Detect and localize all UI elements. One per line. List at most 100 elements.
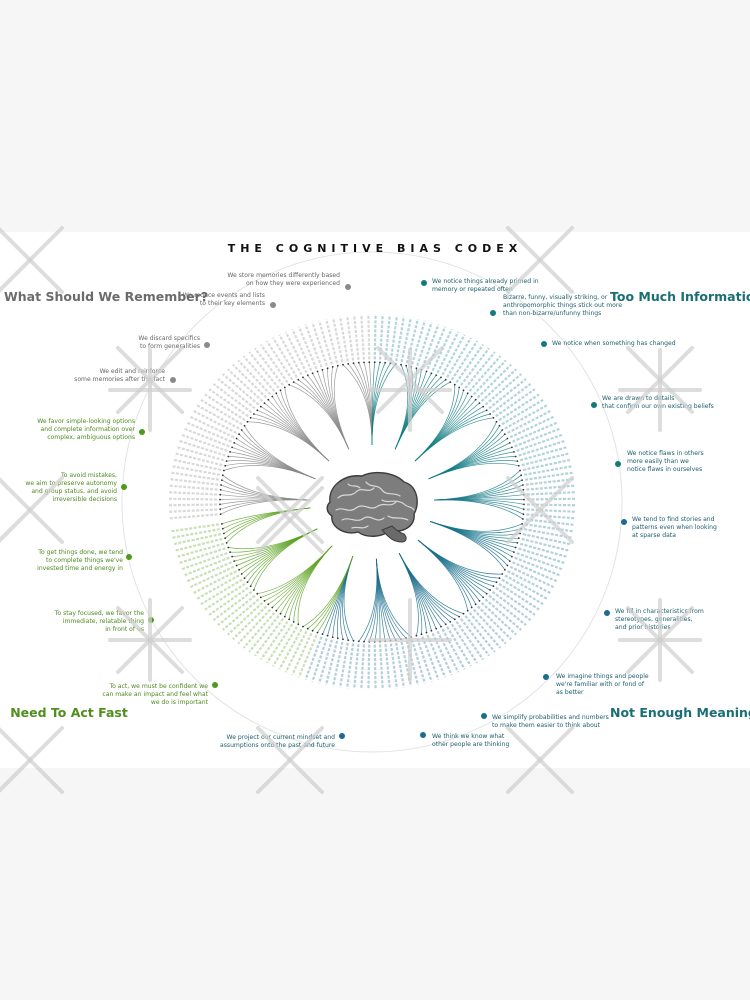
branch-line <box>220 499 311 510</box>
bias-label-stroke <box>524 523 574 533</box>
bias-label-stroke <box>172 458 222 471</box>
bias-label-stroke <box>168 508 218 513</box>
branch-node <box>444 378 447 381</box>
bias-label-stroke <box>272 337 298 378</box>
branch-line <box>430 521 513 557</box>
bias-label-stroke <box>278 628 303 670</box>
annotation-stay-focused: To stay focused, we favor the immediate,… <box>54 610 144 633</box>
codex-poster: THE COGNITIVE BIAS CODEX What Should We … <box>0 232 750 768</box>
bias-label-stroke <box>516 552 563 571</box>
branch-node <box>271 395 274 398</box>
bias-label-stroke <box>519 542 568 558</box>
bias-label-stroke <box>167 497 218 501</box>
marker-dot <box>420 732 426 738</box>
bias-label-stroke <box>421 636 440 680</box>
branch-line <box>225 462 316 480</box>
branch-line <box>394 369 422 450</box>
branch-node <box>316 370 319 373</box>
branch-node <box>458 615 461 618</box>
bias-label-stroke <box>526 508 576 513</box>
bias-label-stroke <box>395 642 405 688</box>
branch-node <box>449 621 452 623</box>
branch-node <box>458 386 461 389</box>
bias-label-stroke <box>389 643 398 689</box>
bias-label-stroke <box>411 639 426 684</box>
bias-label-stroke <box>189 565 235 589</box>
branch-line <box>284 387 330 462</box>
branch-line <box>430 521 521 536</box>
branch-line <box>394 375 437 450</box>
branch-node <box>288 618 291 621</box>
bias-label-stroke <box>170 523 220 533</box>
branch-line <box>331 366 350 450</box>
bias-label-stroke <box>526 503 577 507</box>
branch-node <box>253 413 255 415</box>
bias-label-stroke <box>518 439 566 457</box>
bias-label-stroke <box>318 639 333 684</box>
marker-dot <box>604 610 610 616</box>
branch-node <box>368 640 371 643</box>
marker-dot <box>421 280 427 286</box>
branch-node <box>513 551 515 553</box>
branch-node <box>520 474 523 477</box>
category-need-to-act-fast: Need To Act Fast <box>10 705 128 720</box>
bias-label-stroke <box>227 601 264 636</box>
branch-line <box>220 489 311 501</box>
branch-node <box>347 363 350 365</box>
branch-node <box>263 600 266 602</box>
branch-line <box>244 425 316 480</box>
bias-label-stroke <box>498 582 540 611</box>
branch-node <box>384 640 387 643</box>
branch-node <box>275 609 278 612</box>
bias-label-stroke <box>518 547 566 565</box>
bias-label-stroke <box>181 433 228 452</box>
branch-node <box>513 451 515 453</box>
bias-label-stroke <box>265 623 294 664</box>
branch-node <box>389 362 392 365</box>
bias-label-stroke <box>186 421 232 443</box>
branch-node <box>233 442 236 444</box>
branch-node <box>522 493 525 496</box>
bias-label-stroke <box>495 388 536 418</box>
bias-label-stroke <box>248 615 280 653</box>
bias-label-stroke <box>416 638 433 682</box>
branch-node <box>342 638 344 641</box>
branch-node <box>311 629 314 632</box>
branch-node <box>474 398 477 401</box>
bias-label-stroke <box>416 322 433 366</box>
annotation-primed-memory: We notice things already primed in memor… <box>432 278 539 293</box>
branch-node <box>415 367 418 370</box>
branch-node <box>444 623 447 626</box>
bias-label-stroke <box>171 465 220 476</box>
bias-label-stroke <box>360 314 365 360</box>
bias-label-stroke <box>217 378 256 410</box>
branch-node <box>520 527 523 530</box>
bias-label-stroke <box>450 623 479 664</box>
bias-label-stroke <box>373 644 377 690</box>
bias-label-stroke <box>507 410 551 434</box>
branch-node <box>519 532 521 535</box>
branch-node <box>225 460 228 462</box>
branch-node <box>511 446 513 449</box>
bias-label-stroke <box>373 314 377 360</box>
bias-label-stroke <box>367 314 371 360</box>
bias-label-stroke <box>208 388 249 418</box>
branch-node <box>495 420 498 423</box>
branch-node <box>224 537 227 540</box>
bias-label-stroke <box>265 340 294 381</box>
bias-label-stroke <box>200 398 243 426</box>
marker-dot <box>170 377 176 383</box>
bias-label-stroke <box>389 315 398 361</box>
bias-label-stroke <box>522 533 572 546</box>
branch-node <box>357 640 360 643</box>
branch-node <box>478 402 481 404</box>
annotation-flaws-in-others: We notice flaws in others more easily th… <box>627 450 704 473</box>
branch-line <box>284 545 333 617</box>
branch-node <box>425 631 428 634</box>
branch-node <box>219 508 222 511</box>
branch-node <box>321 368 324 371</box>
annotation-know-others: We think we know what other people are t… <box>432 733 510 748</box>
bias-label-stroke <box>237 359 272 396</box>
branch-line <box>363 362 373 446</box>
bias-label-stroke <box>512 421 558 443</box>
